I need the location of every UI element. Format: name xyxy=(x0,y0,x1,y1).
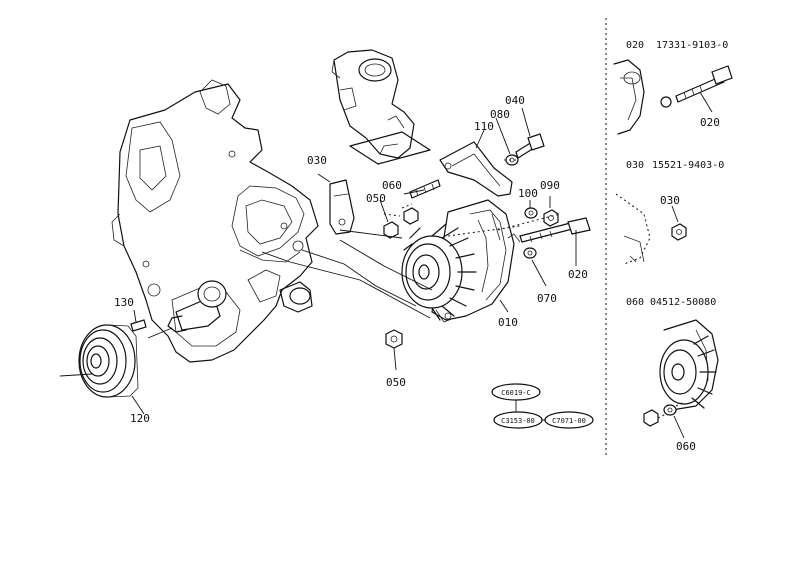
callout-090: 090 xyxy=(540,179,560,192)
callout-110: 110 xyxy=(474,120,494,133)
inset-3-ref: 060 xyxy=(626,297,644,308)
woodruff-key xyxy=(130,319,147,332)
gear-case xyxy=(111,79,319,363)
inset-1-callout: 020 xyxy=(700,116,720,129)
callout-120: 120 xyxy=(130,412,150,425)
ref-oval-1: C6019-C xyxy=(501,389,531,397)
inset-2-callout: 030 xyxy=(660,194,680,207)
alt-nut-090 xyxy=(543,209,559,227)
inset-2-ref: 030 xyxy=(626,160,644,171)
inset-1-partno: 17331-9103-0 xyxy=(656,40,728,51)
inset-020: 020 17331-9103-0 020 xyxy=(613,40,733,135)
ref-oval-3: C7071-00 xyxy=(552,417,586,425)
callout-080: 080 xyxy=(490,108,510,121)
crank-pulley xyxy=(59,324,139,398)
nut-050-upper xyxy=(383,207,419,239)
inset-060: 060 04512-50080 060 xyxy=(626,297,719,453)
callout-020: 020 xyxy=(568,268,588,281)
adjusting-plate xyxy=(439,141,513,197)
alt-bolt-long xyxy=(519,217,591,243)
inset-3-partno: 04512-50080 xyxy=(650,297,716,308)
inset-3-callout: 060 xyxy=(676,440,696,453)
alt-washer-100 xyxy=(524,207,538,219)
callout-010: 010 xyxy=(498,316,518,329)
callout-060: 060 xyxy=(382,179,402,192)
inset-2-partno: 15521-9403-0 xyxy=(652,160,724,171)
plate-washer-080 xyxy=(505,154,519,166)
stud-060 xyxy=(409,179,441,199)
bracket xyxy=(329,179,355,235)
ref-oval-group: C6019-C C3153-00 C7071-00 xyxy=(491,383,594,429)
callout-040: 040 xyxy=(505,94,525,107)
callout-050-upper: 050 xyxy=(366,192,386,205)
nut-050-lower xyxy=(385,329,403,349)
ref-oval-2: C3153-00 xyxy=(501,417,535,425)
callout-130: 130 xyxy=(114,296,134,309)
callout-070: 070 xyxy=(537,292,557,305)
alternator xyxy=(401,199,521,323)
plate-bolt-040 xyxy=(515,133,545,159)
callout-030: 030 xyxy=(307,154,327,167)
inset-1-ref: 020 xyxy=(626,40,644,51)
callout-100: 100 xyxy=(518,187,538,200)
alt-washer-070 xyxy=(523,247,537,259)
thermostat-housing xyxy=(331,49,431,165)
callout-050-lower: 050 xyxy=(386,376,406,389)
inset-030: 030 15521-9403-0 030 xyxy=(615,160,724,265)
leader-lines xyxy=(131,107,577,415)
